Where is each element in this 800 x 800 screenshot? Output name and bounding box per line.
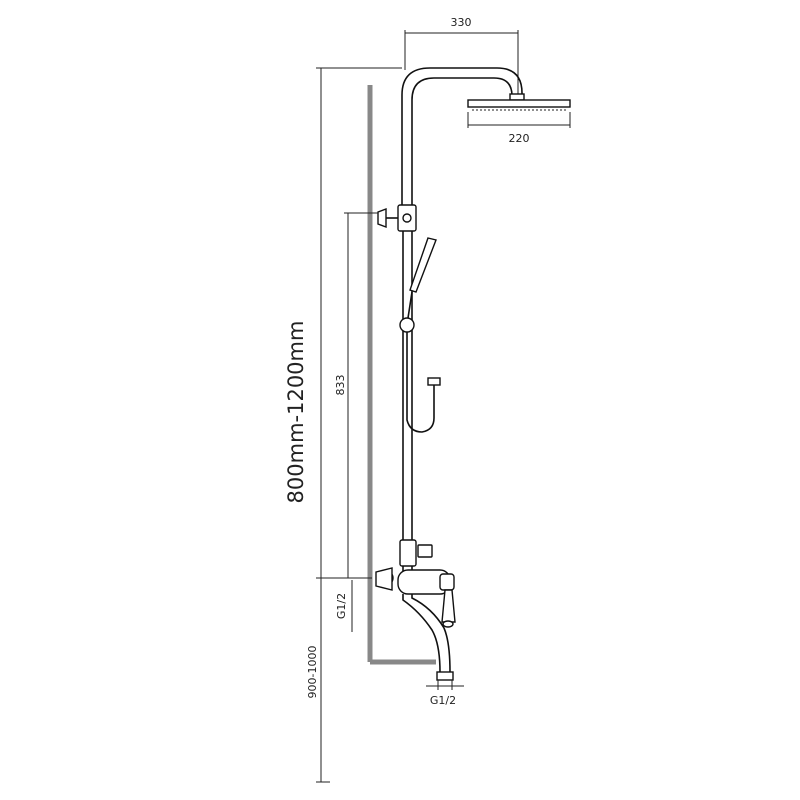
dimension-head-arm-width: 330 (404, 16, 519, 100)
mixer-height-label: 900-1000 (306, 646, 319, 699)
dimension-spout-outlet: G1/2 (426, 680, 464, 707)
wall (367, 85, 436, 665)
mixer-inlet-label: G1/2 (335, 593, 348, 619)
head-diameter-label: 220 (509, 132, 530, 145)
hand-shower (399, 237, 441, 433)
dimension-head-diameter: 220 (467, 112, 571, 145)
dimension-mixer-height: 900-1000 (306, 578, 330, 783)
shower-head (467, 93, 571, 111)
dimension-mixer-inlet: G1/2 (335, 580, 353, 632)
dimension-total-height: 800mm-1200mm (284, 67, 402, 579)
bath-spout (402, 594, 454, 681)
riser-pipe (401, 67, 523, 540)
upper-wall-bracket (377, 204, 417, 232)
dimension-slide-bar-height: 833 (334, 212, 378, 579)
mixer-valve (375, 539, 456, 628)
head-arm-width-label: 330 (451, 16, 472, 29)
slide-bar-height-label: 833 (334, 375, 347, 396)
spout-outlet-label: G1/2 (430, 694, 456, 707)
total-height-label: 800mm-1200mm (284, 321, 308, 504)
